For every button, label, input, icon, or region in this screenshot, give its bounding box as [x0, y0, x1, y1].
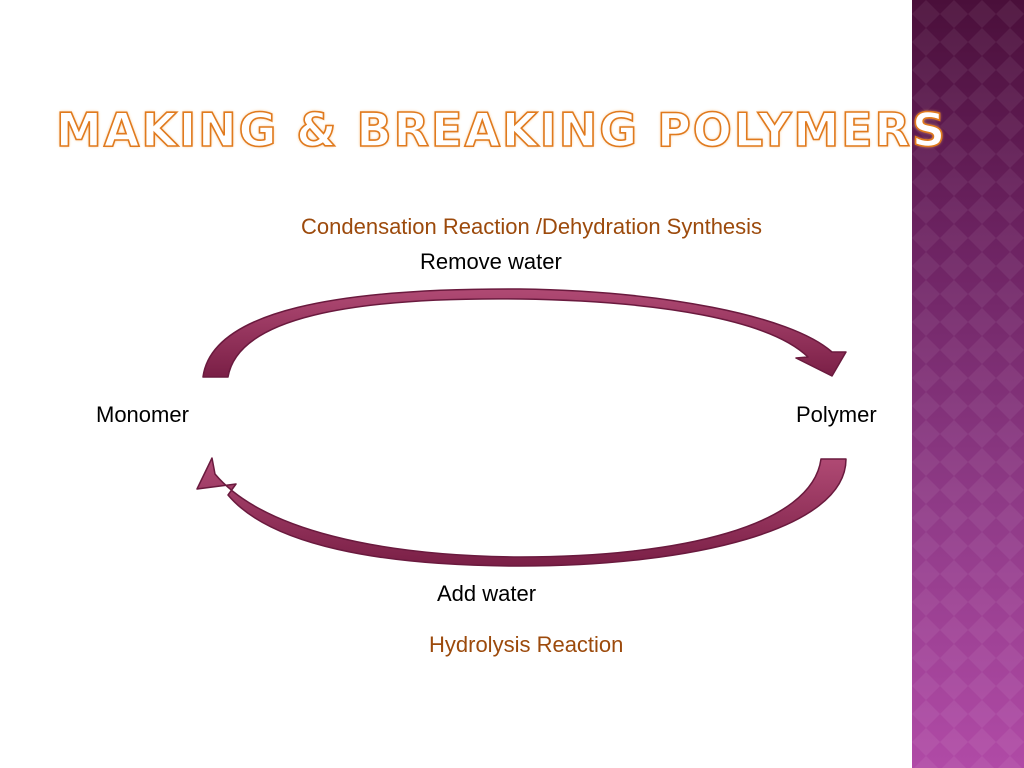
slide-title: Making & Breaking Polymers: [55, 102, 948, 158]
hydrolysis-arrow: [196, 457, 847, 567]
diamond-pattern: [912, 0, 1024, 768]
condensation-arrow: [202, 288, 847, 378]
decorative-side-band: [912, 0, 1024, 768]
condensation-reaction-label: Condensation Reaction /Dehydration Synth…: [301, 214, 763, 239]
reaction-cycle-diagram: [196, 288, 847, 567]
monomer-label: Monomer: [96, 402, 189, 427]
polymer-label: Polymer: [796, 402, 877, 427]
hydrolysis-reaction-label: Hydrolysis Reaction: [429, 632, 624, 657]
add-water-label: Add water: [437, 581, 537, 606]
remove-water-label: Remove water: [420, 249, 562, 274]
